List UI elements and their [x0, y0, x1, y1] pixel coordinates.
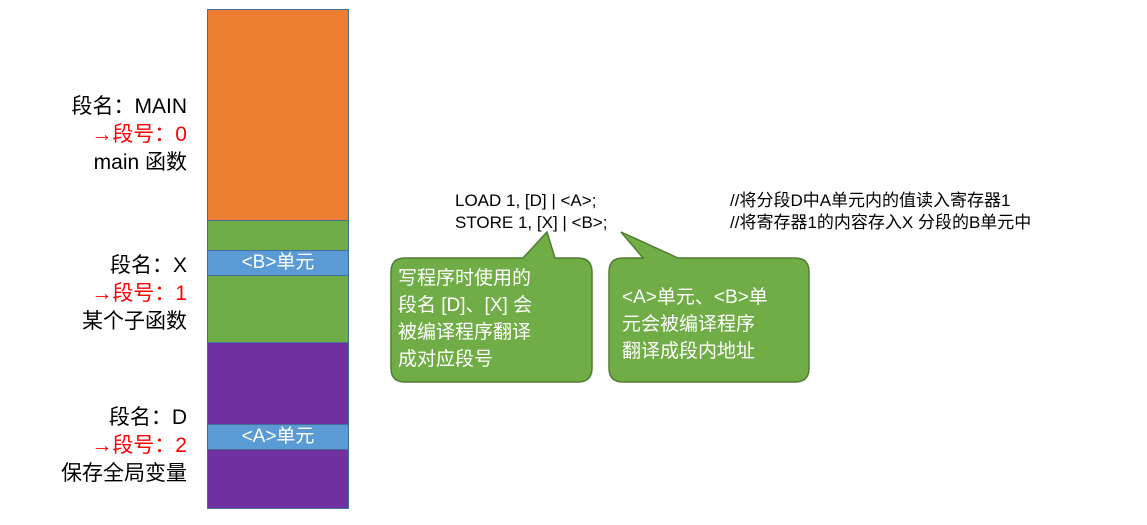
callout-line: <A>单元、<B>单	[622, 287, 768, 308]
callout-right-text: <A>单元、<B>单 元会被编译程序 翻译成段内地址	[622, 284, 768, 365]
b-unit: <B>单元	[207, 250, 349, 276]
callout-line: 被编译程序翻译	[398, 322, 532, 343]
code-comment-2: //将寄存器1的内容存入X 分段的B单元中	[730, 213, 1032, 232]
segment-number: →段号：2	[91, 434, 187, 457]
segment-number: →段号：1	[91, 282, 187, 305]
segment-desc: 保存全局变量	[61, 462, 187, 485]
segment-x	[207, 220, 349, 342]
segment-name: 段名：D	[108, 406, 187, 429]
callout-right-bubble	[608, 231, 810, 383]
segment-desc: main 函数	[93, 151, 187, 174]
a-unit: <A>单元	[207, 424, 349, 450]
segment-name: 段名：X	[109, 254, 187, 277]
segment-number: →段号：0	[91, 123, 187, 146]
callout-left-text: 写程序时使用的 段名 [D]、[X] 会 被编译程序翻译 成对应段号	[398, 265, 532, 373]
code-line-2: STORE 1, [X] | <B>;	[455, 213, 608, 232]
segment-main	[207, 9, 349, 220]
segment-desc: 某个子函数	[82, 310, 187, 333]
callout-left-bubble	[390, 230, 593, 383]
callout-line: 成对应段号	[398, 349, 494, 370]
code-line-1: LOAD 1, [D] | <A>;	[455, 191, 597, 210]
callout-line: 翻译成段内地址	[622, 341, 756, 362]
segment-main-label: 段名：MAIN →段号：0 main 函数	[72, 93, 188, 177]
segment-x-label: 段名：X →段号：1 某个子函数	[82, 252, 187, 336]
callout-line: 元会被编译程序	[622, 314, 756, 335]
callout-line: 段名 [D]、[X] 会	[398, 295, 533, 316]
segment-name: 段名：MAIN	[71, 95, 188, 118]
callout-line: 写程序时使用的	[398, 268, 532, 289]
code-comment-1: //将分段D中A单元内的值读入寄存器1	[730, 191, 1011, 210]
segment-d-label: 段名：D →段号：2 保存全局变量	[61, 404, 187, 488]
